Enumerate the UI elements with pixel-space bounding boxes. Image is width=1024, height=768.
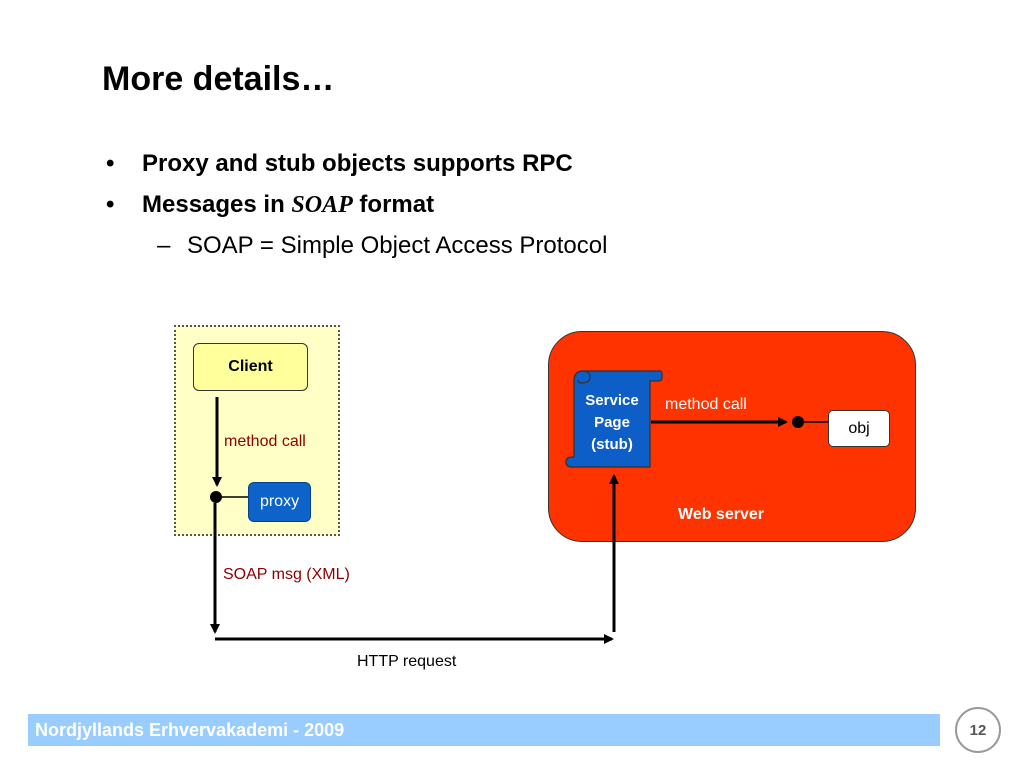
slide-title: More details… bbox=[102, 60, 335, 98]
bullet-dot: • bbox=[106, 191, 115, 218]
service-page-scroll bbox=[565, 370, 663, 468]
sub-bullet: – SOAP = Simple Object Access Protocol bbox=[157, 232, 608, 260]
bullet-1: • Proxy and stub objects supports RPC bbox=[106, 150, 573, 178]
bullet-dot: • bbox=[106, 150, 115, 177]
web-server-label: Web server bbox=[678, 506, 764, 523]
service-page-line-1: Service bbox=[585, 392, 639, 409]
bullet-2-after: format bbox=[352, 191, 435, 218]
proxy-box: proxy bbox=[248, 482, 311, 522]
obj-box: obj bbox=[828, 410, 890, 447]
page-number: 12 bbox=[955, 707, 1001, 753]
client-box: Client bbox=[193, 343, 308, 391]
bullet-1-text: Proxy and stub objects supports RPC bbox=[142, 150, 573, 177]
footer-text: Nordjyllands Erhvervakademi - 2009 bbox=[35, 720, 345, 740]
http-request-label: HTTP request bbox=[357, 653, 457, 670]
sub-bullet-text: SOAP = Simple Object Access Protocol bbox=[187, 232, 608, 259]
bullet-2-before: Messages in bbox=[142, 191, 292, 218]
bullet-2-emphasis: SOAP bbox=[291, 192, 353, 218]
sub-bullet-dash: – bbox=[157, 232, 171, 259]
service-page-line-3: (stub) bbox=[591, 436, 633, 453]
bullet-2: • Messages in SOAP format bbox=[106, 191, 435, 219]
footer-bar bbox=[28, 714, 940, 746]
client-method-call-label: method call bbox=[224, 433, 306, 450]
service-page-line-2: Page bbox=[594, 414, 630, 431]
service-page-label: Service Page (stub) bbox=[578, 390, 646, 456]
soap-msg-label: SOAP msg (XML) bbox=[223, 566, 350, 583]
server-method-call-label: method call bbox=[665, 396, 747, 413]
